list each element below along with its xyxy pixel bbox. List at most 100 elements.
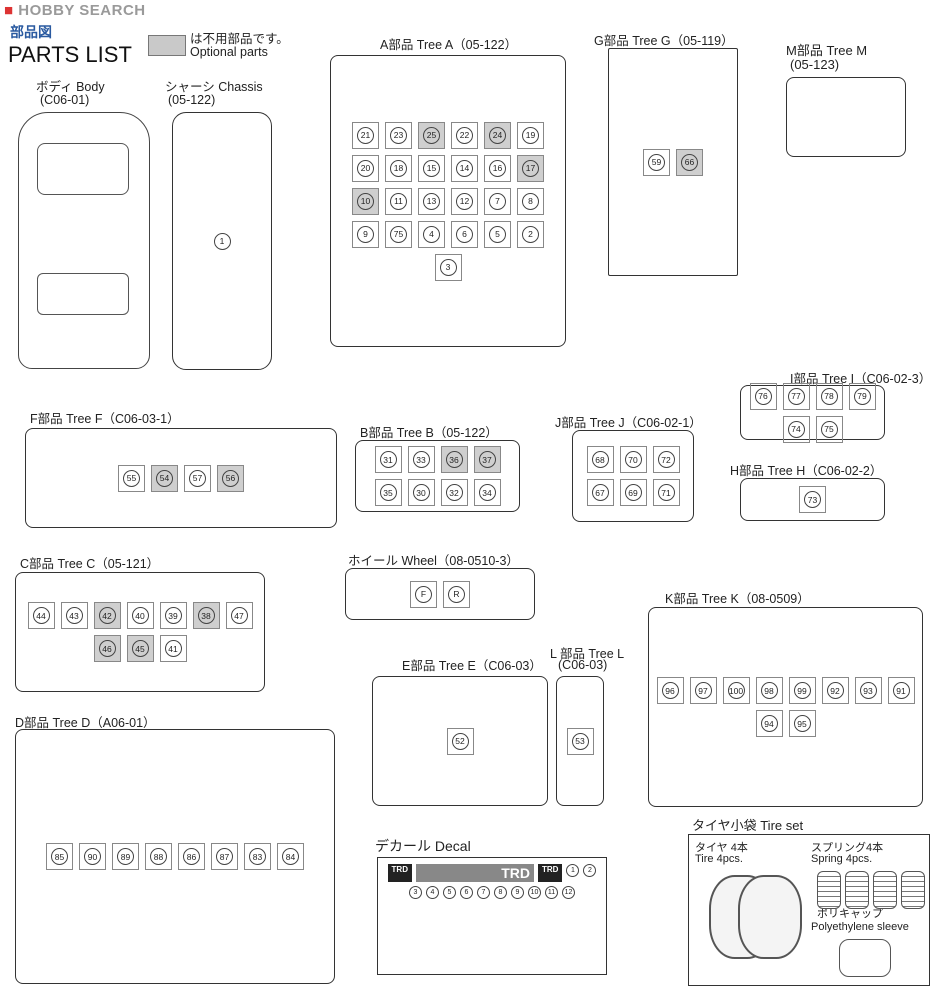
part-number: 85 (51, 848, 68, 865)
part-cell: 32 (440, 479, 468, 506)
wheel-label: ホイール Wheel（08-0510-3） (348, 554, 519, 568)
part-number: 93 (859, 682, 877, 699)
part-cell: 23 (385, 121, 412, 149)
part-cell: 70 (619, 446, 647, 473)
part-number: 79 (853, 387, 871, 405)
part-cell: 9 (352, 220, 379, 248)
part-cell: 18 (385, 154, 412, 182)
part-cell: 34 (473, 479, 501, 506)
watermark-logo: ■ HOBBY SEARCH (4, 2, 146, 19)
part-number: 17 (522, 159, 539, 177)
part-number: 31 (379, 451, 397, 468)
part-number: 45 (131, 640, 149, 657)
decal-number: 9 (511, 886, 524, 899)
part-number: 98 (760, 682, 778, 699)
part-cell: 6 (451, 220, 478, 248)
spring-drawing (817, 871, 925, 909)
part-number: 18 (390, 159, 407, 177)
part-number: 16 (489, 159, 506, 177)
part-number: 34 (478, 484, 496, 501)
legend-en: Optional parts (190, 45, 268, 59)
decal-number: 10 (528, 886, 541, 899)
part-number: 14 (456, 159, 473, 177)
part-number: 97 (694, 682, 712, 699)
part-number: 44 (32, 607, 50, 624)
tree-b-label: B部品 Tree B（05-122） (360, 426, 498, 440)
optional-part-cell: 36 (440, 446, 468, 473)
part-number: 24 (489, 126, 506, 144)
part-cell: 74 (782, 415, 810, 443)
part-cell: 67 (586, 479, 614, 506)
sleeve-jp: ポリキャップ (817, 908, 883, 920)
tree-l-box: 53 (556, 676, 604, 806)
body-label: ボディ Body (36, 80, 105, 94)
part-cell: 100 (722, 677, 750, 704)
part-cell: 95 (788, 710, 816, 737)
chassis-drawing: 1 (172, 112, 272, 370)
part-number: 53 (571, 732, 589, 750)
part-cell: 86 (178, 843, 205, 870)
part-cell: 71 (652, 479, 680, 506)
body-code: (C06-01) (40, 93, 90, 107)
tire-set-box: タイヤ 4本 Tire 4pcs. スプリング4本 Spring 4pcs. ポ… (688, 834, 930, 986)
part-number: 37 (478, 451, 496, 468)
part-cell: 21 (352, 121, 379, 149)
part-cell: 84 (277, 843, 304, 870)
part-number: 19 (522, 126, 539, 144)
tree-e-box: 52 (372, 676, 548, 806)
optional-part-cell: 38 (192, 602, 220, 629)
part-number: 100 (727, 682, 745, 699)
part-cell: 3 (434, 253, 462, 281)
part-number: 10 (357, 192, 374, 210)
tree-c-label: C部品 Tree C（05-121） (20, 557, 160, 571)
optional-part-cell: 24 (484, 121, 511, 149)
part-cell: 59 (643, 148, 670, 176)
part-number: 42 (98, 607, 116, 624)
part-cell: 40 (126, 602, 154, 629)
part-cell: 99 (788, 677, 816, 704)
part-cell: 83 (244, 843, 271, 870)
decal-number: 1 (566, 864, 580, 877)
part-number: 52 (451, 732, 469, 750)
decal-number: 3 (409, 886, 422, 899)
part-cell: 41 (159, 635, 187, 662)
part-number: 41 (164, 640, 182, 657)
part-number: 12 (456, 192, 473, 210)
part-number: 9 (357, 225, 374, 243)
part-number: 69 (624, 484, 642, 501)
part-cell: 92 (821, 677, 849, 704)
part-cell: 8 (517, 187, 544, 215)
part-cell: 20 (352, 154, 379, 182)
part-cell: 89 (112, 843, 139, 870)
part-number: 54 (156, 469, 173, 487)
part-number: 36 (445, 451, 463, 468)
part-cell: 91 (887, 677, 915, 704)
part-number: 55 (123, 469, 140, 487)
part-cell: 73 (799, 486, 826, 513)
decal-number: 12 (562, 886, 575, 899)
tree-m-code: (05-123) (790, 57, 840, 72)
part-number: 90 (84, 848, 101, 865)
optional-part-cell: 54 (151, 464, 178, 492)
tree-g-label: G部品 Tree G（05-119） (594, 34, 734, 48)
header-jp-title: 部品図 (10, 24, 52, 40)
part-cell: 79 (848, 382, 876, 410)
part-number: 15 (423, 159, 440, 177)
part-number: 46 (98, 640, 116, 657)
part-number: 11 (390, 192, 407, 210)
tree-l-code: (C06-03) (558, 658, 608, 672)
part-number: 72 (657, 451, 675, 468)
body-drawing (18, 112, 150, 369)
part-number: 22 (456, 126, 473, 144)
tire-jp: タイヤ 4本 (695, 842, 748, 854)
part-cell: R (443, 580, 470, 608)
part-number: 59 (648, 153, 665, 171)
part-cell: 88 (145, 843, 172, 870)
part-cell: 93 (854, 677, 882, 704)
part-cell: 13 (418, 187, 445, 215)
part-cell: 15 (418, 154, 445, 182)
part-number: 4 (423, 225, 440, 243)
tree-m-label: M部品 Tree M (786, 43, 868, 58)
part-number: 39 (164, 607, 182, 624)
